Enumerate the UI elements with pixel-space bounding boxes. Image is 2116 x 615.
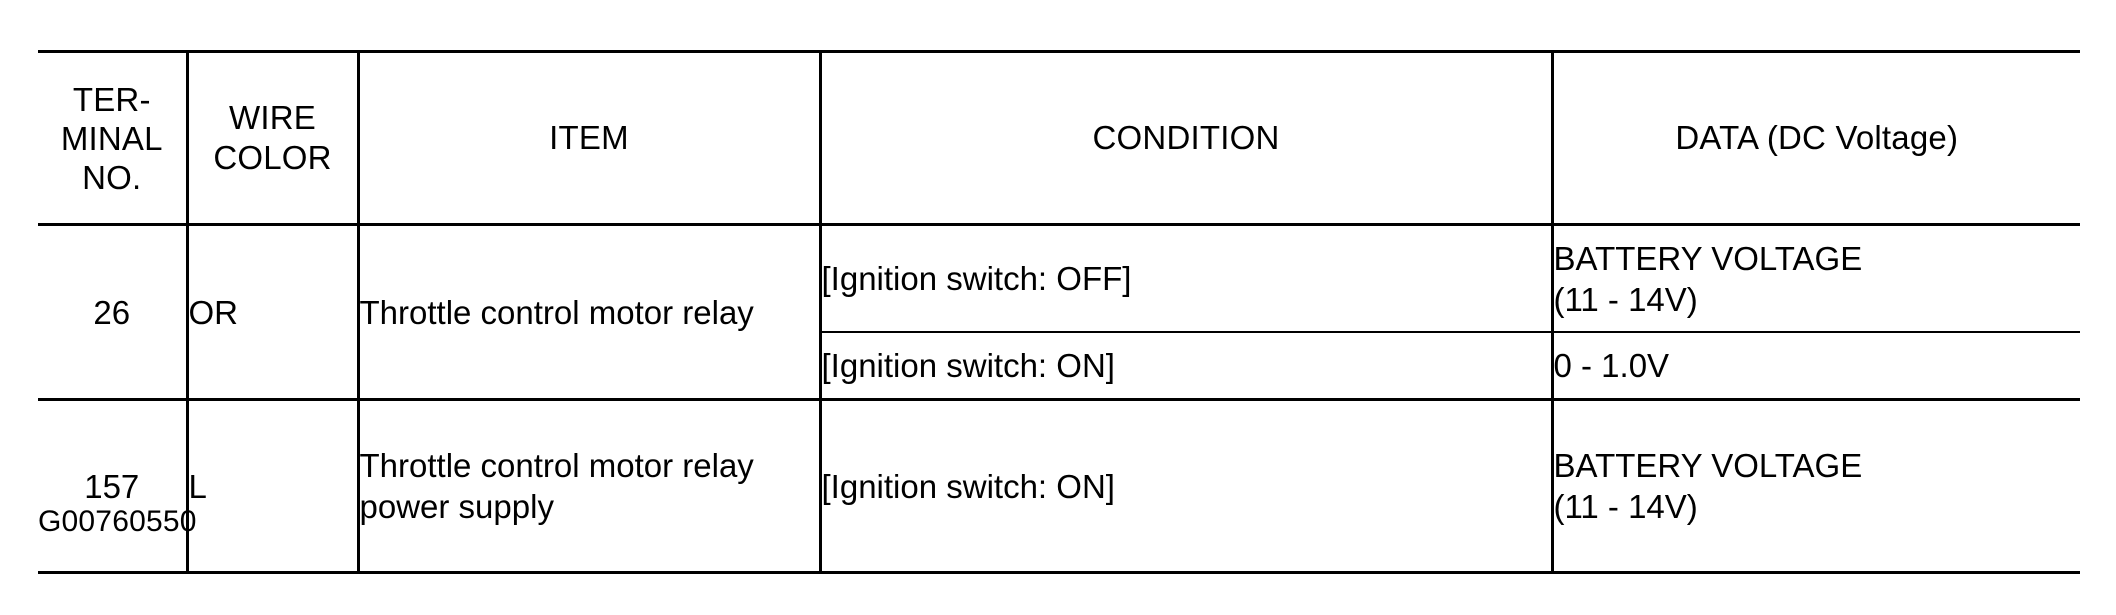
- cell-condition: [Ignition switch: ON]: [820, 399, 1554, 574]
- table-header: TER- MINAL NO. WIRE COLOR ITEM CONDITION…: [38, 50, 2080, 226]
- header-terminal-no: TER- MINAL NO.: [38, 50, 189, 226]
- header-wire-color: WIRE COLOR: [187, 50, 360, 226]
- cell-data: 0 - 1.0V: [1552, 332, 2080, 401]
- table-row: [Ignition switch: ON] 0 - 1.0V: [38, 332, 2080, 401]
- cell-data-line2: (11 - 14V): [1553, 280, 1698, 318]
- cell-wire-color: OR: [187, 224, 360, 401]
- cell-terminal-no: 157: [38, 399, 189, 574]
- cell-data: BATTERY VOLTAGE (11 - 14V): [1552, 224, 2080, 333]
- cell-data: BATTERY VOLTAGE (11 - 14V): [1552, 399, 2080, 574]
- table-row: 26 OR Throttle control motor relay [Igni…: [38, 224, 2080, 401]
- cell-data-line1: BATTERY VOLTAGE: [1553, 447, 1863, 484]
- terminal-spec-table: TER- MINAL NO. WIRE COLOR ITEM CONDITION…: [38, 50, 2080, 574]
- header-row: TER- MINAL NO. WIRE COLOR ITEM CONDITION…: [38, 50, 2080, 226]
- cell-item-line2: power supply: [359, 488, 554, 525]
- header-terminal-line1: TER-: [72, 80, 151, 118]
- header-terminal-line3: NO.: [82, 158, 142, 196]
- header-wire-line2: COLOR: [213, 139, 332, 176]
- cell-terminal-no: 26: [38, 224, 189, 401]
- table-row: 157 L Throttle control motor relay power…: [38, 399, 2080, 574]
- cell-item: Throttle control motor relay power suppl…: [358, 399, 822, 574]
- figure-caption: G00760550: [38, 505, 197, 538]
- cell-item-line1: Throttle control motor relay: [359, 293, 754, 331]
- cell-item: Throttle control motor relay: [358, 224, 822, 401]
- header-item: ITEM: [358, 50, 822, 226]
- cell-wire-color: L: [187, 399, 360, 574]
- header-condition: CONDITION: [820, 50, 1554, 226]
- cell-item-line1: Throttle control motor relay: [359, 447, 754, 484]
- cell-data-line1: BATTERY VOLTAGE: [1553, 239, 1863, 277]
- header-terminal-line2: MINAL: [60, 119, 163, 157]
- header-data: DATA (DC Voltage): [1552, 50, 2080, 226]
- cell-data-line2: (11 - 14V): [1553, 488, 1698, 525]
- table-body: 26 OR Throttle control motor relay [Igni…: [38, 224, 2080, 574]
- cell-condition: [Ignition switch: ON]: [820, 332, 1554, 401]
- cell-condition: [Ignition switch: OFF]: [820, 224, 1554, 333]
- header-wire-line1: WIRE: [229, 99, 316, 136]
